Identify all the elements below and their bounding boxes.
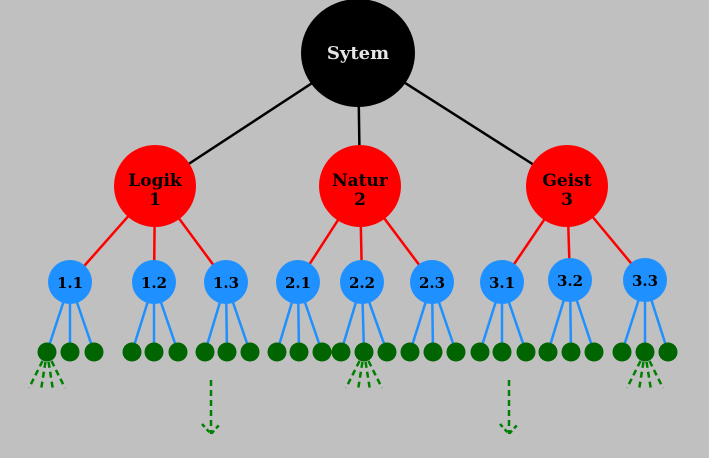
leaf-node-7-3 bbox=[516, 342, 536, 362]
category-node-natur-circle bbox=[319, 145, 401, 227]
subnode-3-1-circle bbox=[480, 260, 524, 304]
subnode-1-3-circle bbox=[204, 260, 248, 304]
subnode-1-2-label: 1.2 bbox=[141, 274, 167, 292]
leaf-node-1-2 bbox=[60, 342, 80, 362]
fan-arrow-2-mid-right bbox=[362, 351, 372, 391]
leaf-node-5-3 bbox=[377, 342, 397, 362]
fan-arrow-2-mid-left bbox=[356, 351, 366, 391]
fan-arrow-3-left bbox=[625, 351, 647, 389]
leaf-node-3-1 bbox=[195, 342, 215, 362]
subnode-1-3: 1.3 bbox=[204, 260, 248, 304]
subnode-1-2: 1.2 bbox=[132, 260, 176, 304]
category-node-logik-circle bbox=[114, 145, 196, 227]
subnode-1-1: 1.1 bbox=[48, 260, 92, 304]
arrows-layer bbox=[27, 351, 665, 436]
leaf-node-5-1 bbox=[331, 342, 351, 362]
leaf-node-5-2 bbox=[354, 342, 374, 362]
category-node-geist: Geist 3 bbox=[526, 145, 608, 227]
fan-arrow-1-mid-left bbox=[39, 351, 49, 391]
root-node-label: Sytem bbox=[327, 43, 389, 64]
subnode-3-1-label: 3.1 bbox=[489, 274, 515, 292]
subnode-2-1-circle bbox=[276, 260, 320, 304]
fan-arrow-3-right bbox=[643, 351, 665, 389]
subnode-3-2-label: 3.2 bbox=[557, 272, 583, 290]
fan-arrow-2-left bbox=[344, 351, 366, 389]
category-node-geist-circle bbox=[526, 145, 608, 227]
leaf-node-2-3 bbox=[168, 342, 188, 362]
leaf-node-6-3 bbox=[446, 342, 466, 362]
subnode-3-3-circle bbox=[623, 258, 667, 302]
down-arrow-2-head bbox=[499, 423, 519, 436]
subnode-2-3: 2.3 bbox=[410, 260, 454, 304]
subnode-2-2: 2.2 bbox=[340, 260, 384, 304]
fan-arrow-1-right bbox=[45, 351, 67, 389]
leaf-node-1-3 bbox=[84, 342, 104, 362]
category-node-natur-number: 2 bbox=[354, 190, 366, 210]
leaf-node-9-3 bbox=[658, 342, 678, 362]
subnode-2-1-label: 2.1 bbox=[285, 274, 311, 292]
leaf-node-2-2 bbox=[144, 342, 164, 362]
subnode-2-2-label: 2.2 bbox=[349, 274, 375, 292]
leaf-node-4-2 bbox=[289, 342, 309, 362]
subnode-3-1: 3.1 bbox=[480, 260, 524, 304]
leaf-node-6-1 bbox=[400, 342, 420, 362]
leaf-node-9-1 bbox=[612, 342, 632, 362]
fan-arrow-3-mid-left bbox=[637, 351, 647, 391]
leaf-node-7-2 bbox=[492, 342, 512, 362]
category-node-natur: Natur 2 bbox=[319, 145, 401, 227]
leaf-node-1-1 bbox=[37, 342, 57, 362]
leaf-node-2-1 bbox=[122, 342, 142, 362]
fan-arrow-1-left bbox=[27, 351, 49, 389]
category-node-geist-label: Geist bbox=[542, 171, 591, 191]
fan-arrow-1-mid-right bbox=[45, 351, 55, 391]
subnode-1-1-circle bbox=[48, 260, 92, 304]
category-node-logik-label: Logik bbox=[128, 171, 183, 191]
subnode-2-2-circle bbox=[340, 260, 384, 304]
subnode-3-3-label: 3.3 bbox=[632, 272, 658, 290]
subnode-1-2-circle bbox=[132, 260, 176, 304]
leaf-node-3-2 bbox=[217, 342, 237, 362]
leaf-node-4-3 bbox=[312, 342, 332, 362]
leaf-node-6-2 bbox=[423, 342, 443, 362]
category-node-natur-label: Natur bbox=[332, 171, 389, 191]
subnode-2-1: 2.1 bbox=[276, 260, 320, 304]
category-node-logik: Logik 1 bbox=[114, 145, 196, 227]
root-node-circle bbox=[301, 0, 415, 107]
leaf-node-3-3 bbox=[240, 342, 260, 362]
leaf-node-7-1 bbox=[470, 342, 490, 362]
subnode-3-2-circle bbox=[548, 258, 592, 302]
leaf-node-8-3 bbox=[584, 342, 604, 362]
subnode-1-3-label: 1.3 bbox=[213, 274, 239, 292]
category-node-logik-number: 1 bbox=[149, 190, 161, 210]
subnode-1-1-label: 1.1 bbox=[57, 274, 83, 292]
leaf-node-8-1 bbox=[538, 342, 558, 362]
subnode-3-3: 3.3 bbox=[623, 258, 667, 302]
leaf-node-4-1 bbox=[267, 342, 287, 362]
subnode-2-3-label: 2.3 bbox=[419, 274, 445, 292]
category-node-geist-number: 3 bbox=[561, 190, 573, 210]
leaf-node-9-2 bbox=[635, 342, 655, 362]
subnode-2-3-circle bbox=[410, 260, 454, 304]
root-node: Sytem bbox=[301, 0, 415, 107]
fan-arrow-3-mid-right bbox=[643, 351, 653, 391]
down-arrow-1-head bbox=[201, 423, 221, 436]
leaf-node-8-2 bbox=[561, 342, 581, 362]
fan-arrow-2-right bbox=[362, 351, 384, 389]
leaves-layer bbox=[37, 342, 678, 362]
subnode-3-2: 3.2 bbox=[548, 258, 592, 302]
